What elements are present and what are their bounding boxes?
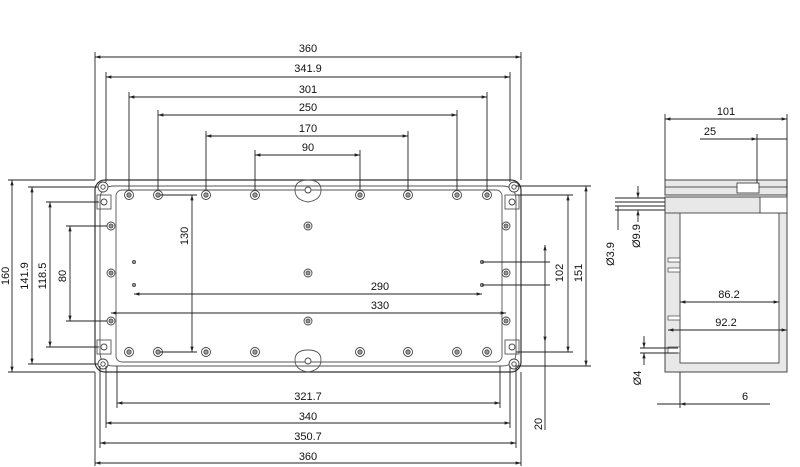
dim-250: 250 [299, 102, 317, 114]
dim-101: 101 [717, 106, 735, 118]
lid-screw-hole-center [155, 192, 161, 198]
front-vertical-dimensions: 160 141.9 118.5 80 130 102 151 20 [0, 179, 591, 430]
dim-360-top: 360 [299, 43, 317, 55]
internal-bosses [106, 221, 511, 326]
top-center-notch [294, 179, 322, 203]
lid-screw-hole-center [454, 349, 460, 355]
lid-screw-holes-bottom [124, 347, 492, 357]
bottom-center-notch [294, 349, 322, 373]
lid-screw-hole-center [484, 192, 490, 198]
dim-dia-9-9: Ø9.9 [631, 224, 643, 248]
front-view: 360 341.9 301 250 170 90 290 330 321.7 [0, 43, 591, 466]
dim-86-2: 86.2 [718, 289, 739, 301]
lid-screw-hole-center [454, 192, 460, 198]
lid-screw-hole-center [405, 192, 411, 198]
dim-160: 160 [0, 267, 12, 285]
dim-290: 290 [371, 281, 389, 293]
lid-screw-hole-center [484, 349, 490, 355]
dim-102: 102 [554, 264, 566, 282]
dim-321-7: 321.7 [294, 391, 322, 403]
lid-screw-hole-center [357, 349, 363, 355]
side-view: 101 25 86.2 92.2 6 Ø9.9 Ø3.9 [605, 106, 788, 408]
dim-350-7: 350.7 [294, 431, 322, 443]
dim-20: 20 [533, 418, 545, 430]
lid-screw-hole-center [252, 349, 258, 355]
dim-341-9: 341.9 [294, 63, 322, 75]
lid-screw-hole-center [155, 349, 161, 355]
side-lid [664, 179, 788, 196]
lid-screw-hole-center [252, 192, 258, 198]
front-horizontal-dimensions: 360 341.9 301 250 170 90 290 330 321.7 [94, 43, 522, 466]
dim-dia-4: Ø4 [632, 371, 644, 386]
dim-130: 130 [179, 227, 191, 245]
dim-90: 90 [302, 142, 314, 154]
dim-151: 151 [573, 264, 585, 282]
dim-301: 301 [299, 84, 317, 96]
dim-118-5: 118.5 [37, 263, 49, 290]
dim-360-bottom: 360 [299, 451, 317, 463]
dim-170: 170 [299, 123, 317, 135]
lid-screw-hole-center [126, 349, 132, 355]
dim-80: 80 [57, 270, 69, 282]
dim-330: 330 [371, 300, 389, 312]
side-body-cavity [679, 212, 780, 364]
lid-screw-hole-center [203, 192, 209, 198]
lid-screw-hole-center [357, 192, 363, 198]
lid-screw-holes-top [124, 190, 492, 200]
lid-screw-hole-center [126, 192, 132, 198]
dim-141-9: 141.9 [19, 262, 31, 290]
dim-6: 6 [742, 391, 748, 403]
dim-25: 25 [704, 126, 716, 138]
dim-dia-3-9: Ø3.9 [605, 242, 617, 266]
dim-92-2: 92.2 [715, 317, 736, 329]
lid-screw-hole-center [203, 349, 209, 355]
corner-mount-holes [96, 181, 520, 370]
side-dimensions: 101 25 86.2 92.2 6 Ø9.9 Ø3.9 [605, 106, 788, 408]
dim-340: 340 [299, 411, 317, 423]
lid-screw-hole-center [405, 349, 411, 355]
